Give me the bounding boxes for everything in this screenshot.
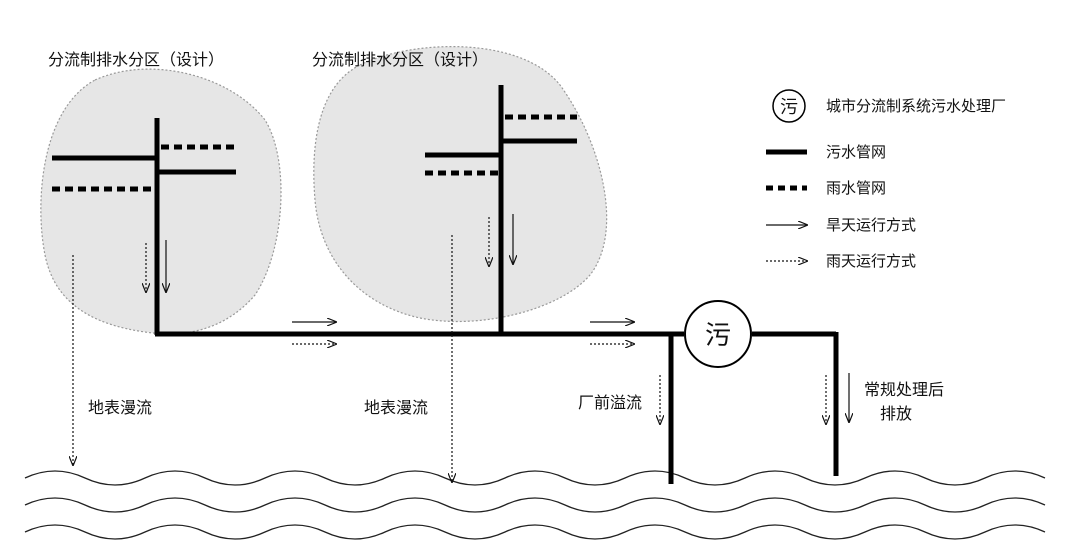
treatment-plant [684, 300, 752, 368]
legend-sewage-label: 污水管网 [826, 143, 887, 161]
rain-pipe-network [52, 114, 577, 192]
zone-1-label: 分流制排水分区（设计） [48, 50, 225, 69]
discharge-label-line1: 常规处理后 [864, 380, 945, 399]
sewage-pipe-network [52, 85, 839, 484]
overflow-label: 厂前溢流 [578, 393, 643, 412]
legend-plant-icon [772, 89, 806, 123]
legend-plant-symbol: 污 [780, 97, 798, 118]
drainage-zone-1 [40, 68, 282, 335]
legend-wet-label: 雨天运行方式 [826, 252, 917, 270]
zone-2-label: 分流制排水分区（设计） [312, 50, 489, 69]
legend-rain-label: 雨水管网 [826, 179, 887, 197]
receiving-water [24, 470, 1046, 540]
wet-weather-arrows [73, 217, 826, 482]
dry-weather-arrows [166, 214, 849, 422]
runoff-label-2: 地表漫流 [364, 398, 429, 417]
legend: 污 [766, 89, 807, 261]
treatment-plant-symbol: 污 [705, 321, 731, 351]
drainage-zone-2 [313, 46, 608, 323]
runoff-label-1: 地表漫流 [88, 398, 153, 417]
legend-dry-label: 旱天运行方式 [826, 216, 917, 234]
legend-plant-label: 城市分流制系统污水处理厂 [826, 97, 1007, 115]
discharge-label-line2: 排放 [880, 404, 913, 423]
